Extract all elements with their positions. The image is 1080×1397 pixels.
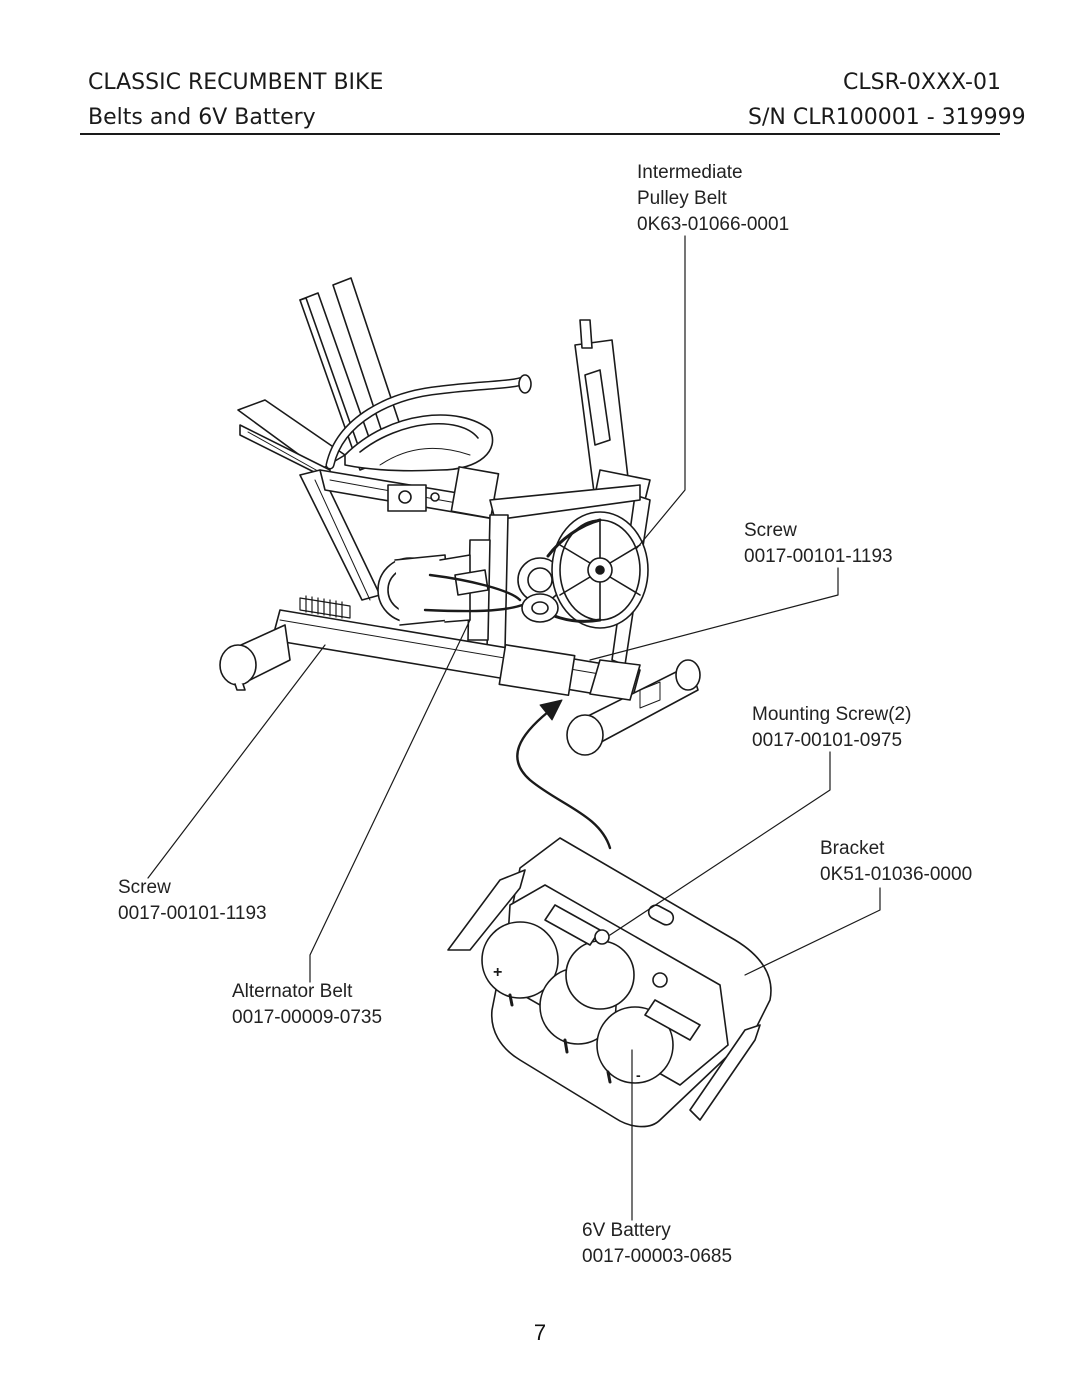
battery-negative-mark: -	[636, 1067, 641, 1083]
callout-name: Bracket	[820, 838, 885, 859]
callout-part-number: 0017-00101-0975	[752, 730, 903, 751]
serial-range: S/N CLR100001 - 319999	[748, 105, 1026, 130]
callout-alternator-belt: Alternator Belt 0017-00009-0735	[232, 979, 382, 1031]
install-arrow-head	[539, 699, 563, 721]
callout-part-number: 0K51-01036-0000	[820, 864, 973, 885]
install-arrow-line	[516, 710, 612, 850]
leader-mounting-screw	[609, 751, 831, 936]
callout-part-number: 0017-00101-1193	[118, 903, 267, 924]
callout-name: Screw	[744, 520, 797, 541]
callout-intermediate-pulley-belt: Intermediate Pulley Belt 0K63-01066-0001	[637, 160, 789, 238]
battery-bracket-assembly	[447, 837, 772, 1128]
callout-name: Intermediate	[637, 162, 743, 183]
callout-screw-right: Screw 0017-00101-1193	[744, 518, 893, 570]
callout-name: Alternator Belt	[232, 981, 353, 1002]
callout-mounting-screw: Mounting Screw(2) 0017-00101-0975	[752, 702, 911, 754]
model-number: CLSR-0XXX-01	[843, 70, 1001, 95]
callout-part-number: 0K63-01066-0001	[637, 214, 790, 235]
header-rule	[80, 133, 1000, 135]
callout-name: Mounting Screw(2)	[752, 704, 912, 725]
product-title: CLASSIC RECUMBENT BIKE	[88, 70, 384, 95]
section-title: Belts and 6V Battery	[88, 105, 316, 130]
bike-frame	[219, 277, 701, 756]
leader-lines	[147, 235, 881, 1221]
callout-name: Screw	[118, 877, 171, 898]
leader-screw-left	[147, 644, 326, 879]
callout-part-number: 0017-00101-1193	[744, 546, 893, 567]
callout-part-number: 0017-00009-0735	[232, 1007, 383, 1028]
callout-bracket: Bracket 0K51-01036-0000	[820, 836, 972, 888]
battery-positive-mark: +	[493, 964, 502, 981]
leader-alternator-belt	[309, 619, 471, 983]
callout-part-number: 0017-00003-0685	[582, 1246, 733, 1267]
callout-name: Pulley Belt	[637, 188, 727, 209]
leader-bracket	[744, 887, 881, 976]
page-number: 7	[533, 1320, 547, 1345]
callout-battery: 6V Battery 0017-00003-0685	[582, 1218, 732, 1270]
leader-screw-right	[589, 567, 839, 661]
callout-name: 6V Battery	[582, 1220, 671, 1241]
leader-intermediate-pulley-belt	[636, 235, 686, 549]
callout-screw-left: Screw 0017-00101-1193	[118, 875, 267, 927]
